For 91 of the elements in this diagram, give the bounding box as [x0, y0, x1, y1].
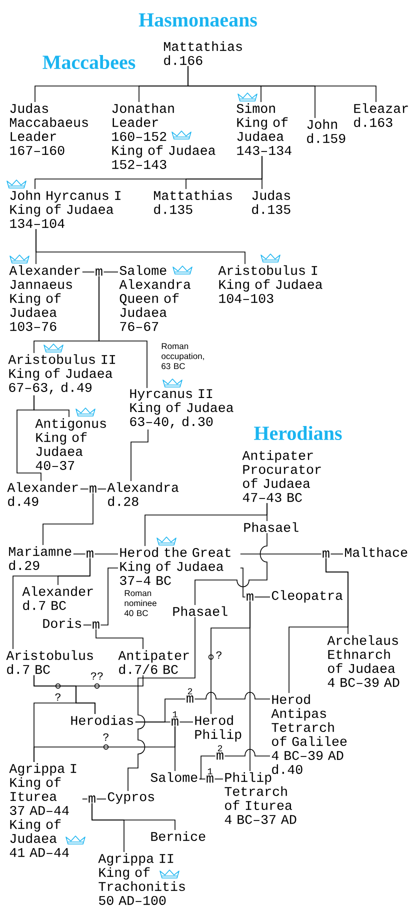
marriage-mark: m — [172, 718, 178, 726]
person-name: Judas d.135 — [252, 190, 290, 214]
marriage-number: 2 — [188, 688, 192, 694]
title: Hasmonaeans — [138, 13, 257, 27]
family-line — [194, 532, 268, 606]
person-name: Mattathias d.135 — [154, 190, 232, 214]
person-name: Alexander d.49 — [7, 482, 78, 506]
marriage-number: 2 — [218, 745, 222, 752]
person-name: Herod Antipas Tetrarch of Galilee 4 BC–39 AD d.40 — [271, 694, 347, 774]
family-line — [42, 492, 94, 546]
marriage-mark: m — [186, 695, 194, 703]
marriage-mark: m — [90, 485, 96, 493]
family-line — [16, 395, 42, 482]
family-line — [199, 778, 206, 780]
edge-label: ? — [102, 733, 110, 741]
family-line — [194, 692, 270, 700]
family-line — [326, 558, 348, 634]
person-name: Agrippa I King of Iturea 37 AD–44 King of Judaea 41 AD–44 — [9, 763, 76, 857]
note: Roman occupation, 63 BC — [162, 343, 204, 370]
person-name: John Hyrcanus I King of Judaea 134–104 — [10, 190, 120, 228]
person-name: Alexandra d.28 — [107, 482, 179, 506]
person-name: Antigonus King of Judaea 40–37 — [35, 418, 106, 470]
person-name: Hyrcanus II King of Judaea 63–40, d.30 — [130, 389, 234, 428]
person-name: Bernice — [151, 831, 206, 841]
family-line — [96, 798, 106, 800]
person-name: Phasael — [244, 522, 298, 532]
person-name: Salome Alexandra Queen of Judaea 76–67 — [119, 265, 191, 331]
marriage-mark: m — [86, 550, 94, 558]
edge-label: ? — [215, 651, 223, 659]
person-name: Malthace — [345, 547, 408, 557]
marriage-mark: m — [322, 550, 330, 558]
person-name: Antipater Procurator of Judaea 47–43 BC — [242, 450, 321, 502]
person-name: Aristobulus II King of Judaea 67–63, d.49 — [8, 354, 116, 394]
person-name: Simon King of Judaea 143–134 — [236, 103, 292, 155]
family-line — [214, 778, 224, 780]
family-line — [128, 616, 196, 792]
edge-label: ? — [54, 693, 62, 701]
person-name: Herod the Great King of Judaea 37–4 BC — [120, 547, 230, 585]
family-line — [92, 802, 176, 830]
family-line — [80, 488, 89, 490]
person-name: Aristobulus I King of Judaea 104–103 — [218, 265, 322, 303]
family-line — [96, 628, 144, 650]
family-line — [98, 276, 148, 388]
family-line — [130, 429, 148, 482]
person-name: Phasael — [173, 606, 228, 616]
edge-label: ?? — [90, 672, 104, 680]
family-line — [100, 568, 118, 626]
family-line — [83, 624, 92, 626]
person-name: Antipater d.7/6 BC — [118, 650, 189, 674]
marriage-mark: m — [246, 593, 254, 601]
marriage-number: 1 — [208, 768, 212, 774]
person-name: Agrippa II King of Trachonitis 50 AD–100 — [98, 853, 185, 905]
marriage-mark: m — [88, 795, 96, 803]
person-name: Archelaus Ethnarch of Judaea 4 BC–39 AD — [327, 635, 400, 687]
family-line — [12, 558, 90, 650]
marriage-mark: m — [92, 621, 100, 629]
person-name: Jonathan Leader 160–152 King of Judaea 152–143 — [112, 103, 216, 169]
person-name: Herodias — [71, 715, 133, 726]
marriage-mark: m — [216, 752, 224, 760]
person-name: Alexander d.7 BC — [22, 586, 93, 610]
family-line — [82, 798, 88, 800]
person-name: Mariamne d.29 — [9, 546, 72, 570]
person-name: Cypros — [108, 792, 154, 804]
marriage-mark: m — [206, 775, 214, 783]
person-name: Eleazar d.163 — [354, 103, 408, 127]
family-line — [34, 726, 176, 762]
person-name: Mattathias d.166 — [164, 41, 242, 65]
person-name: Salome — [150, 772, 198, 782]
family-line — [76, 674, 144, 714]
family-line — [36, 228, 246, 264]
person-name: Cleopatra — [272, 590, 343, 603]
family-line — [188, 66, 376, 102]
family-line — [97, 488, 106, 490]
family-line — [254, 596, 270, 598]
person-name: John d.159 — [307, 119, 346, 143]
person-name: Alexander Jannaeus King of Judaea 103–76 — [9, 265, 80, 331]
person-name: Aristobulus d.7 BC — [6, 650, 93, 674]
family-line — [266, 502, 268, 522]
person-name: Herod Philip — [195, 715, 242, 742]
family-line — [208, 600, 250, 714]
family-line — [135, 698, 186, 722]
note: Roman nominee 40 BC — [124, 590, 156, 616]
family-line — [240, 568, 246, 598]
person-name: Doris — [43, 618, 81, 628]
family-line — [199, 756, 216, 780]
family-line — [224, 748, 270, 756]
marriage-mark: m — [96, 268, 102, 276]
person-name: Judas Maccabaeus Leader 167–160 — [10, 103, 88, 155]
heading: Herodians — [254, 426, 342, 440]
marriage-number: 1 — [172, 711, 178, 718]
heading: Maccabees — [42, 54, 136, 70]
